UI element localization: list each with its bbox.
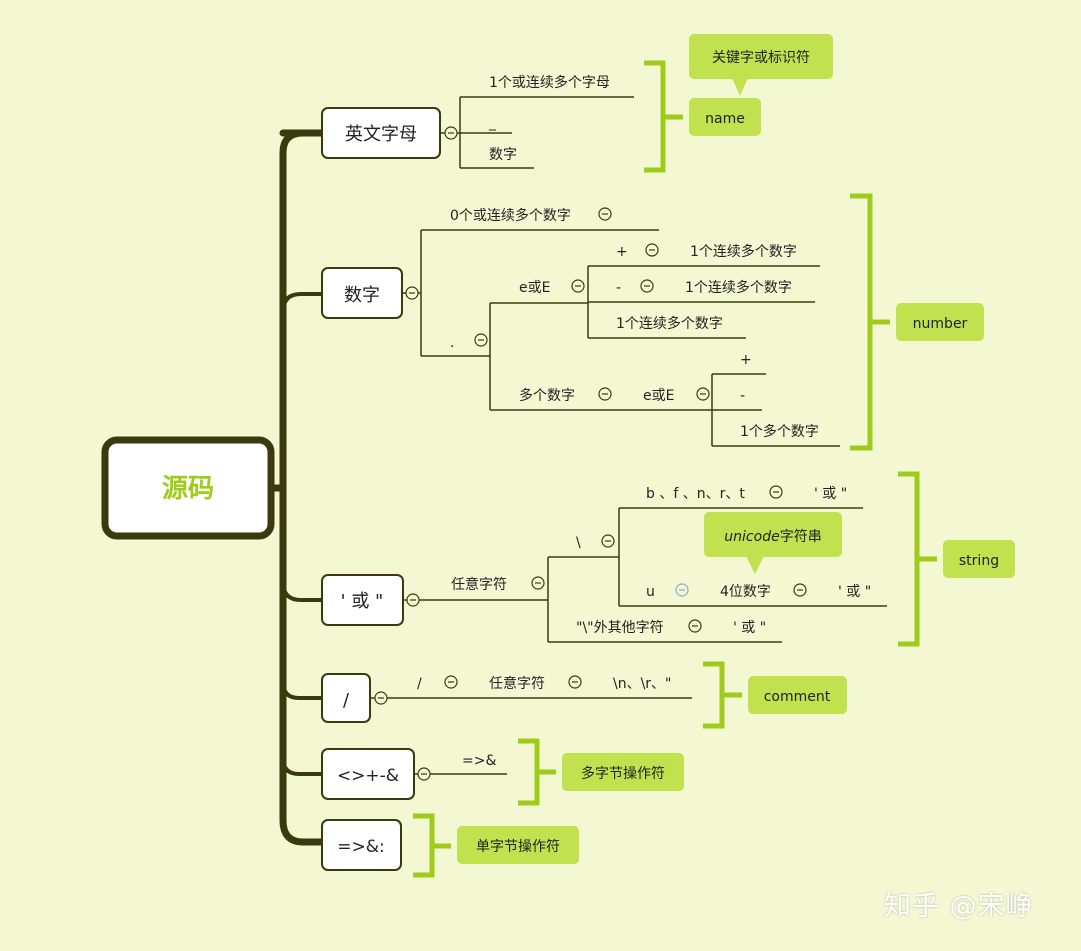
result-multi-op[interactable] [562,753,684,791]
str-quote-close-2: ' 或 " [838,584,871,600]
trunk-branches [281,292,322,776]
num-many-digits: 多个数字 [519,387,575,404]
branch-letters: 英文字母 1个或连续多个字母 _ 数字 关键字或标识符 name [321,34,833,173]
tooltip-letters-text: 关键字或标识符 [712,50,810,66]
letters-child-2: _ [488,115,497,131]
cmt-any-char: 任意字符 [489,675,545,692]
bracket-number [850,193,890,451]
num-plus-digits: 1个连续多个数字 [690,243,797,260]
str-backslash: \ [576,535,581,551]
branch-comment: / / 任意字符 \n、\r、" comment [321,661,847,729]
cmt-slash: / [417,676,422,692]
bracket-name [644,60,683,173]
num-exp: e或E [519,280,550,296]
num-exp2: e或E [643,388,674,404]
result-number[interactable] [896,303,984,341]
result-name[interactable] [689,98,761,136]
cmt-terminators: \n、\r、" [613,676,672,692]
node-single-op[interactable] [321,819,402,871]
tooltip-unicode-italic: unicode [724,529,779,545]
str-any-char: 任意字符 [451,576,507,593]
root-node[interactable] [101,436,275,540]
str-other-chars: "\"外其他字符 [576,620,664,636]
num-dot: . [450,335,454,351]
main-trunk [268,129,326,846]
num-minus: - [616,280,621,296]
root-label: 源码 [162,474,214,504]
bracket-comment [703,661,742,729]
num-one-or-more: 1个多个数字 [740,423,819,440]
result-number-label: number [913,316,968,332]
num-plus2: + [740,352,752,368]
num-exp-digits: 1个连续多个数字 [616,315,723,332]
node-multi-op-label: <>+-& [337,766,399,786]
str-quote-close-1: ' 或 " [814,486,847,502]
node-single-op-label: =>&: [337,837,384,857]
result-single-op-label: 单字节操作符 [476,839,560,855]
num-minus2: - [740,388,745,404]
tooltip-unicode-text: unicode字符串 [724,529,821,545]
node-comment-label: / [343,690,350,711]
node-number-label: 数字 [344,285,380,306]
result-multi-op-label: 多字节操作符 [581,765,665,782]
tooltip-unicode-rest: 字符串 [780,529,822,545]
tooltip-unicode [704,512,842,557]
result-comment-label: comment [764,689,831,705]
result-string[interactable] [943,540,1015,578]
bracket-single-op [413,813,451,878]
node-letters-label: 英文字母 [345,124,417,145]
str-u: u [646,584,655,600]
watermark: 知乎 @宋峥 [884,891,1034,922]
branch-single-op: =>&: 单字节操作符 [321,813,579,878]
bracket-multi-op [518,738,556,806]
str-quote-close-3: ' 或 " [733,620,766,636]
bracket-string [898,471,937,647]
str-escapes: b 、f 、n、r、t [646,486,745,502]
num-minus-digits: 1个连续多个数字 [685,279,792,296]
result-string-label: string [959,553,999,569]
multi-op-child: =>& [462,753,496,769]
num-plus: + [616,244,628,260]
str-four-digits: 4位数字 [720,584,771,600]
letters-child-1: 1个或连续多个字母 [489,74,610,91]
result-comment[interactable] [748,676,847,714]
num-zero-or-more: 0个或连续多个数字 [450,207,571,224]
tooltip-letters [689,34,833,79]
node-string-label: ' 或 " [341,591,384,612]
letters-child-3: 数字 [489,147,517,163]
result-name-label: name [705,111,745,127]
result-single-op[interactable] [457,826,579,864]
branch-string: ' 或 " [321,471,1015,647]
branch-multi-op: <>+-& =>& 多字节操作符 [321,738,684,806]
branch-number: 数字 [321,193,984,451]
